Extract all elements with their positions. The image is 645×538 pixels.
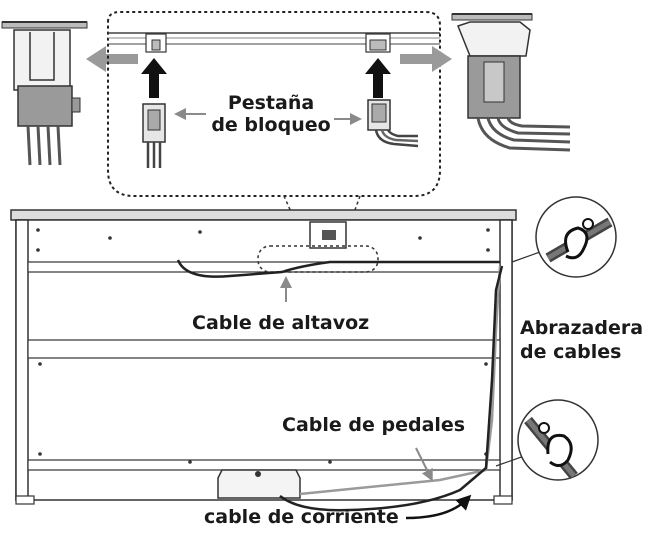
piano-back-frame <box>10 209 517 505</box>
gray-arrow-right <box>400 46 452 72</box>
power-cable-pointer <box>405 494 472 520</box>
power-cable-label: cable de corriente <box>204 506 399 528</box>
cable-clamp-zoom-top <box>511 196 617 278</box>
locking-tab-label-line2: de bloqueo <box>211 114 331 136</box>
cable-clamp-zoom-bottom <box>495 399 599 481</box>
cable-clamp-label-line2: de cables <box>520 341 622 363</box>
locking-tab-label-line1: Pestaña <box>227 92 315 114</box>
right-connector-detail <box>451 13 571 152</box>
pedal-cable-label: Cable de pedales <box>282 414 466 436</box>
callout-box <box>107 11 441 197</box>
left-connector-detail <box>1 21 88 166</box>
pedal-cable-pointer <box>415 447 433 482</box>
cable-clamp-label-line1: Abrazadera <box>520 317 644 339</box>
cables <box>176 259 504 512</box>
cable-clamp-label: Abrazadera de cables <box>520 316 643 364</box>
gray-arrow-left <box>86 46 138 72</box>
speaker-cable-label: Cable de altavoz <box>192 312 370 334</box>
locking-tab-label: Pestaña de bloqueo <box>206 92 336 136</box>
